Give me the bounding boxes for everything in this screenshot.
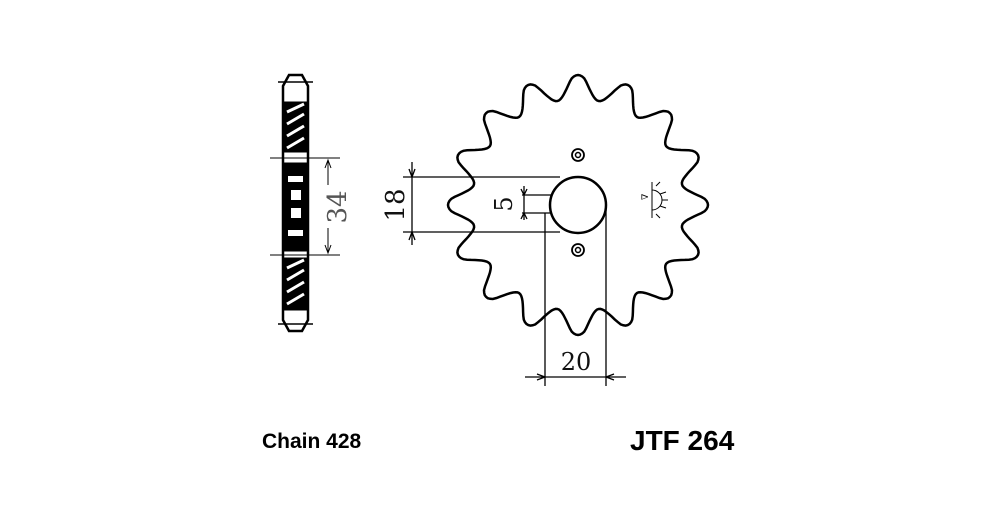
- side-view: [270, 73, 340, 333]
- part-number: JTF 264: [630, 425, 735, 456]
- dimension-18: 18: [381, 188, 411, 221]
- dimension-18-lines: [403, 162, 560, 245]
- dimension-34: 34: [323, 190, 353, 223]
- dimension-5: 5: [490, 196, 518, 211]
- dimension-5-lines: [520, 186, 552, 220]
- dimension-20: 20: [561, 348, 592, 376]
- dimension-20-lines: [525, 205, 626, 386]
- chain-label: Chain 428: [262, 430, 362, 453]
- svg-text:∇: ∇: [641, 194, 651, 200]
- sprocket-outline: [446, 73, 710, 337]
- surface-finish-symbol: ∇: [641, 181, 668, 219]
- hub: [548, 148, 608, 257]
